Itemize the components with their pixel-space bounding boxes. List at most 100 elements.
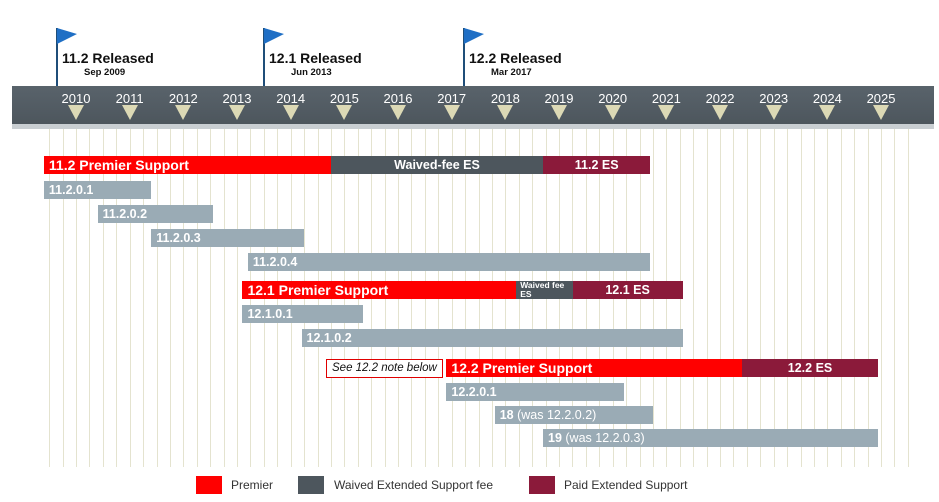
- gridline: [773, 129, 775, 467]
- year-marker-triangle: [282, 105, 299, 120]
- bar-waived-fee-es: Waived-fee ES: [331, 156, 544, 174]
- flag-title: 12.2 Released: [469, 50, 562, 66]
- bar-label: 11.2.0.2: [102, 207, 148, 221]
- year-marker-triangle: [121, 105, 138, 120]
- gridline: [867, 129, 869, 467]
- legend-label-premier: Premier: [231, 478, 274, 492]
- gridline: [49, 129, 51, 467]
- year-marker-triangle: [229, 105, 245, 120]
- year-marker-triangle: [551, 105, 568, 120]
- flag-pole: [263, 28, 265, 88]
- flag-pole: [56, 28, 58, 88]
- bar-12-1-0-2: 12.1.0.2: [301, 329, 683, 347]
- bar-label-suffix: (was 12.2.0.3): [561, 431, 645, 445]
- gridline: [840, 129, 842, 467]
- blue-flag-icon: [264, 28, 284, 44]
- year-label-2021: 2021: [651, 91, 681, 106]
- bar-waived-fee-es: Waived fee ES: [516, 281, 573, 299]
- flag-title: 11.2 Released: [62, 50, 154, 66]
- gridline: [894, 129, 896, 467]
- year-label-2022: 2022: [705, 91, 735, 106]
- year-marker-triangle: [443, 105, 460, 120]
- bar-label: 11.2 Premier Support: [48, 157, 189, 173]
- year-marker-triangle: [497, 105, 514, 120]
- bar-11-2-0-4: 11.2.0.4: [247, 253, 651, 271]
- bar-label: 12.2 Premier Support: [451, 360, 593, 376]
- year-marker-triangle: [765, 105, 782, 120]
- gridline: [693, 129, 695, 467]
- year-marker-triangle: [873, 105, 890, 120]
- year-ruler: [12, 86, 934, 124]
- bar-12-2-premier-support: 12.2 Premier Support: [446, 359, 742, 377]
- year-label-2018: 2018: [490, 91, 520, 106]
- bar-label: 11.2.0.1: [48, 183, 94, 197]
- flag-date: Jun 2013: [291, 67, 332, 78]
- bar-label: 12.1 Premier Support: [247, 282, 389, 298]
- year-marker-triangle: [712, 105, 729, 120]
- year-marker-triangle: [390, 105, 407, 120]
- bar-label: 19: [548, 431, 562, 445]
- bar-label: 12.1.0.1: [247, 307, 293, 321]
- bar-label: 11.2 ES: [574, 158, 619, 172]
- year-label-2010: 2010: [61, 91, 91, 106]
- year-label-2020: 2020: [598, 91, 628, 106]
- flag-date: Mar 2017: [491, 67, 532, 78]
- gridline: [720, 129, 722, 467]
- bar-11-2-0-1: 11.2.0.1: [43, 181, 152, 199]
- year-ruler-shadow: [12, 124, 934, 129]
- flag-pole: [463, 28, 465, 88]
- legend-swatch-paid: [529, 476, 555, 494]
- gridline: [800, 129, 802, 467]
- bar-label: 11.2.0.4: [252, 255, 298, 269]
- year-marker-triangle: [604, 105, 621, 120]
- year-label-2017: 2017: [437, 91, 467, 106]
- gridline: [237, 129, 238, 467]
- gridline: [733, 129, 735, 467]
- bar-18: 18 (was 12.2.0.2): [494, 406, 654, 424]
- year-label-2019: 2019: [544, 91, 574, 106]
- bar-label: 12.2.0.1: [451, 385, 497, 399]
- bar-label: Waived-fee ES: [394, 158, 480, 172]
- bar-11-2-0-3: 11.2.0.3: [151, 229, 305, 247]
- gridline: [706, 129, 708, 467]
- year-label-2012: 2012: [168, 91, 198, 106]
- legend-swatch-premier: [196, 476, 222, 494]
- bar-12-1-premier-support: 12.1 Premier Support: [242, 281, 517, 299]
- blue-flag-icon: [464, 28, 484, 44]
- year-label-2013: 2013: [222, 91, 252, 106]
- bar-11-2-es: 11.2 ES: [543, 156, 651, 174]
- year-marker-triangle: [68, 105, 84, 120]
- gridline: [76, 129, 77, 467]
- year-label-2011: 2011: [115, 91, 144, 106]
- year-label-2023: 2023: [759, 91, 789, 106]
- bar-label: 11.2.0.3: [156, 231, 201, 245]
- legend-label-paid: Paid Extended Support: [564, 478, 688, 492]
- gridline: [881, 129, 883, 467]
- gridline: [143, 129, 145, 467]
- gridline: [196, 129, 198, 467]
- legend-label-waived: Waived Extended Support fee: [334, 478, 493, 492]
- gridline: [854, 129, 856, 467]
- blue-flag-icon: [57, 28, 77, 44]
- gridline: [760, 129, 762, 467]
- bar-12-2-es: 12.2 ES: [741, 359, 879, 377]
- gridline: [223, 129, 225, 467]
- gridline: [787, 129, 789, 467]
- year-label-2014: 2014: [276, 91, 306, 106]
- year-marker-triangle: [336, 105, 353, 120]
- gridline: [183, 129, 185, 467]
- year-label-2015: 2015: [329, 91, 359, 106]
- bar-label: 12.1.0.2: [306, 331, 352, 345]
- bar-12-1-es: 12.1 ES: [572, 281, 683, 299]
- gridline: [169, 129, 171, 467]
- bar-11-2-premier-support: 11.2 Premier Support: [43, 156, 332, 174]
- year-label-2024: 2024: [812, 91, 842, 106]
- flag-title: 12.1 Released: [269, 50, 362, 66]
- gridline: [102, 129, 104, 467]
- year-marker-triangle: [819, 105, 836, 120]
- gridline: [89, 129, 91, 467]
- gridline: [907, 129, 909, 467]
- gridline: [746, 129, 748, 467]
- gridline: [129, 129, 131, 467]
